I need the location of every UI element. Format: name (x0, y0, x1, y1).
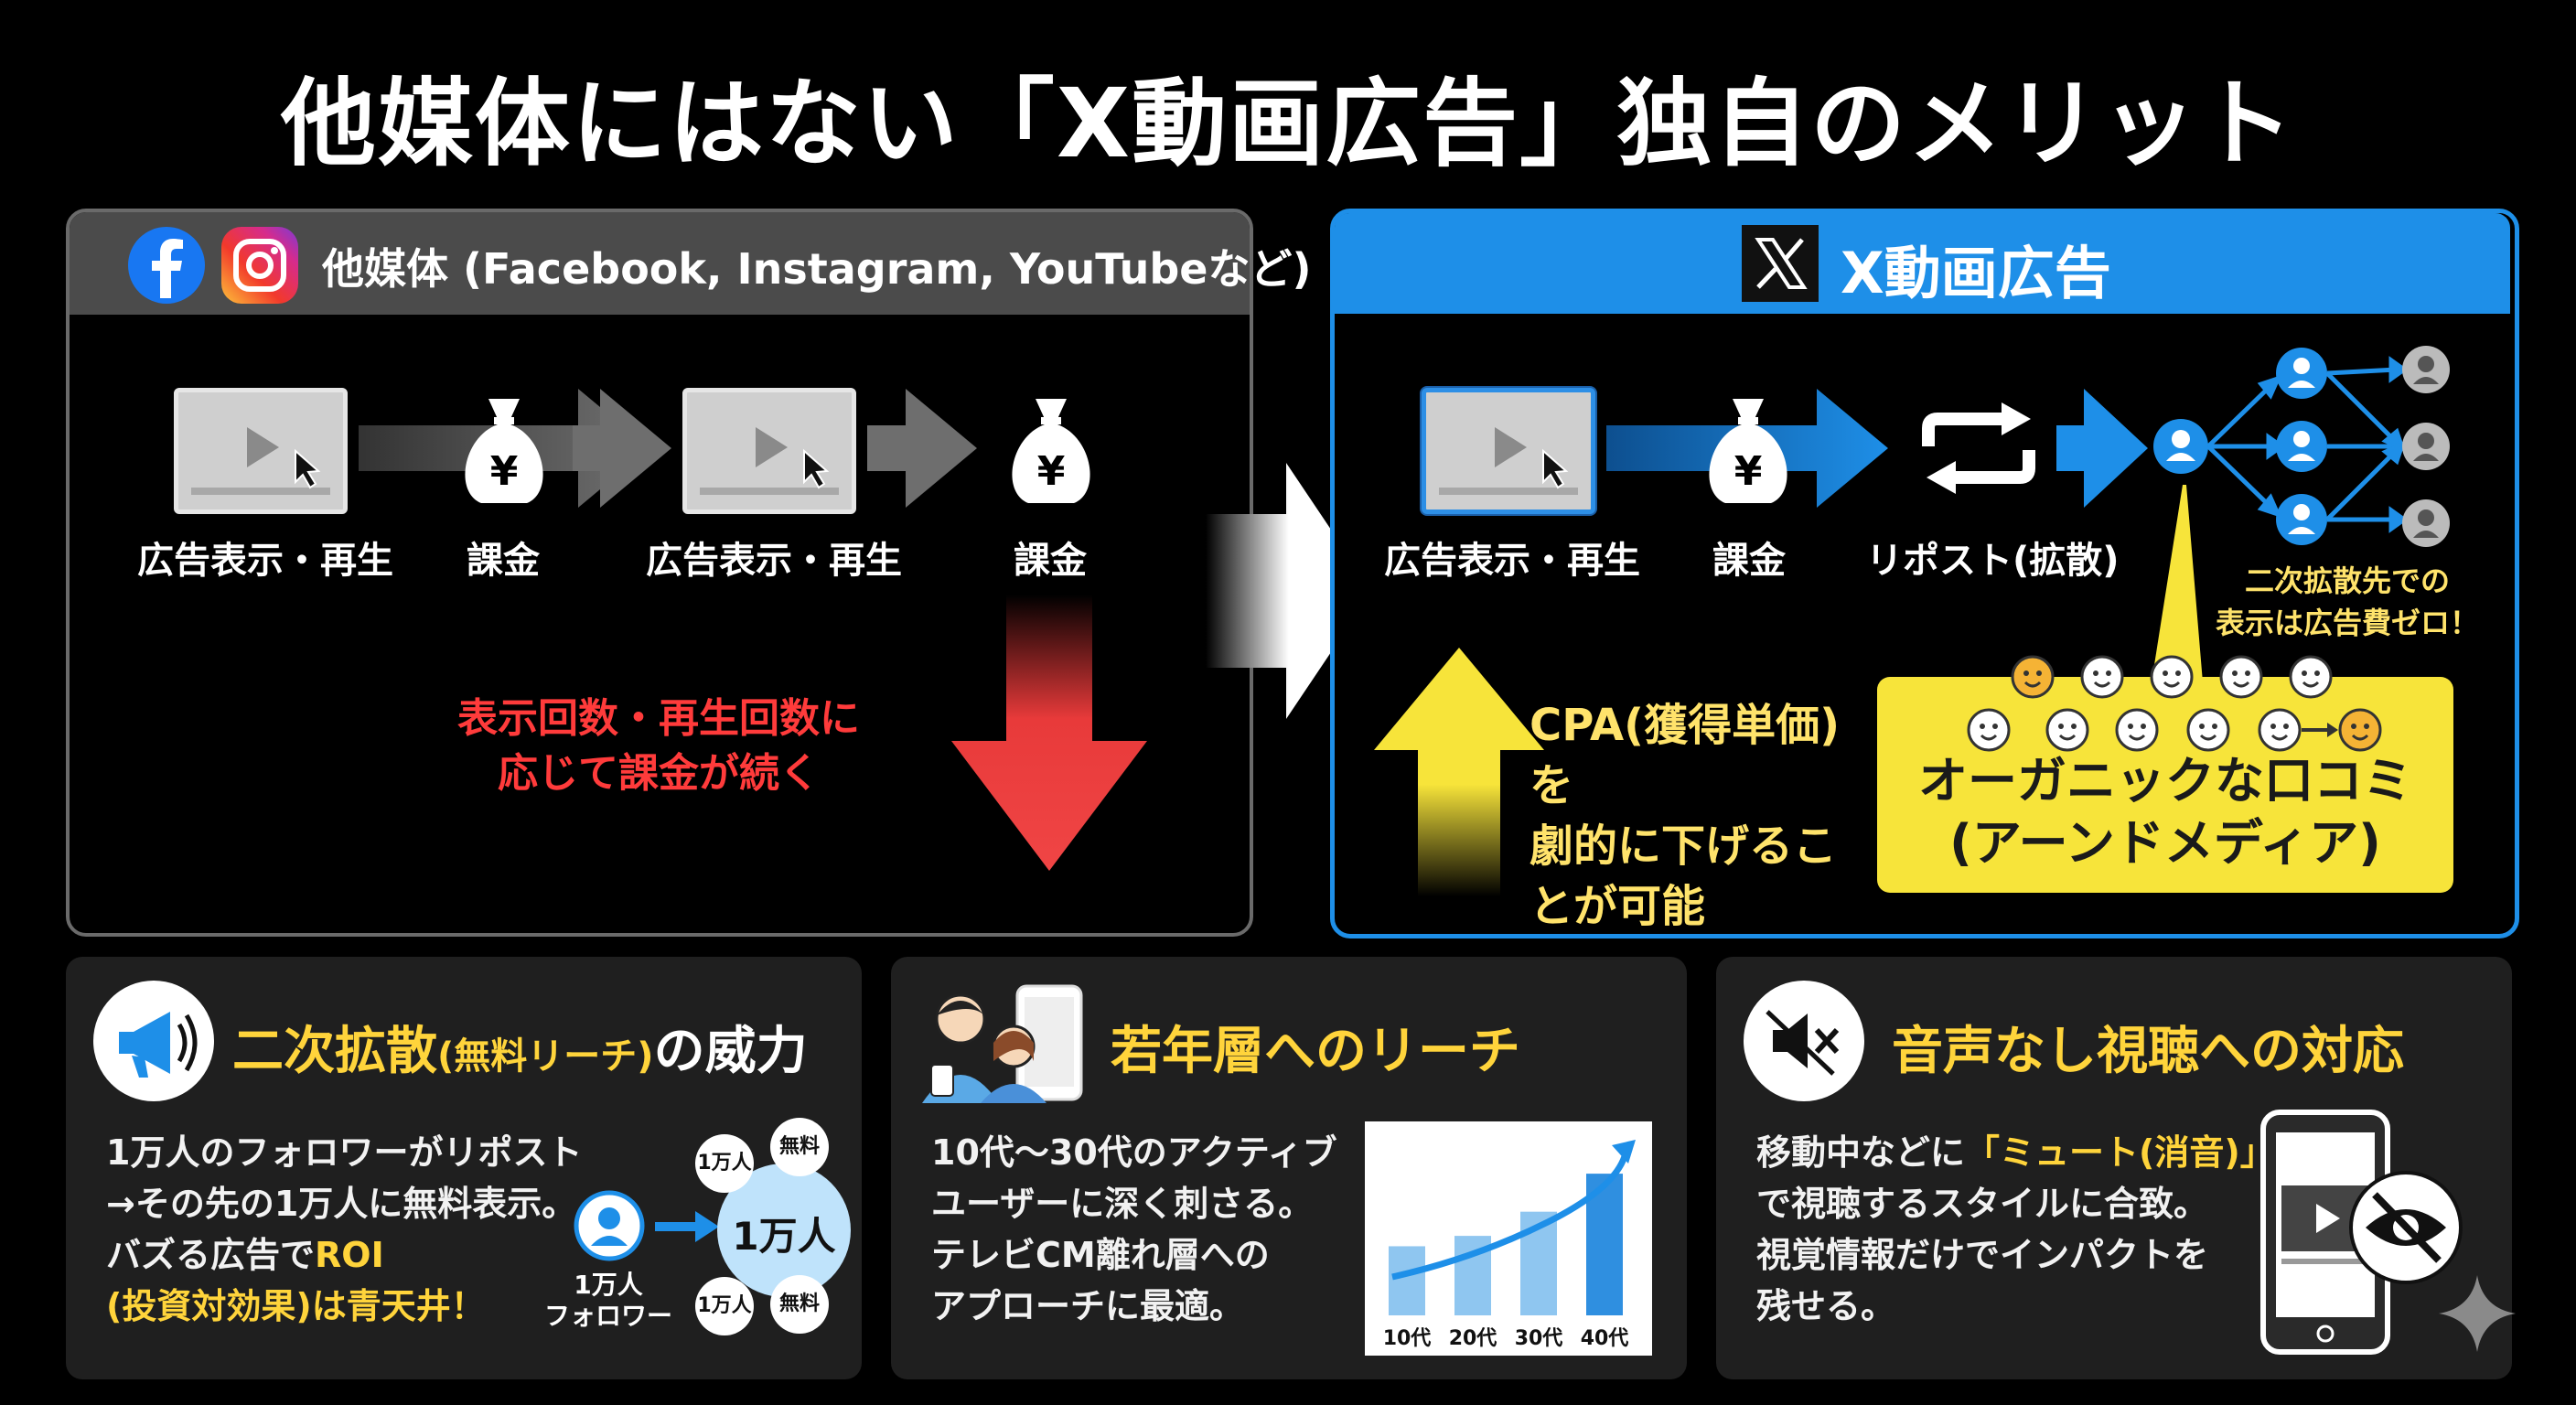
card-body-line: 10代〜30代のアクティブ (931, 1132, 1337, 1173)
mini-bubble: 1万人 (695, 1277, 754, 1335)
sparkle-icon (2439, 1275, 2516, 1352)
card-body-line: バズる広告で (106, 1235, 316, 1275)
chart-tick-label: 10代 (1383, 1327, 1432, 1350)
step-label: リポスト(拡散) (1866, 540, 2120, 582)
organic-buzz-text: オーガニックな口コミ (アーンドメディア) (1877, 750, 2453, 874)
step-label: 広告表示・再生 (1384, 540, 1640, 582)
money-bag-icon: ¥ (1709, 399, 1787, 503)
x-video-ad-title: X動画広告 (1841, 240, 2111, 306)
card-body: 1万人のフォロワーがリポスト →その先の1万人に無料表示。 バズる広告でROI … (106, 1127, 618, 1332)
facebook-icon (128, 227, 205, 304)
flow-arrow (2056, 389, 2148, 508)
card-body-line: (投資対効果)は青天井！ (106, 1286, 486, 1326)
card-body-line: で視聴するスタイルに合致。 (1756, 1184, 2209, 1224)
billing-note-line: 表示回数・再生回数に (457, 695, 860, 742)
card-title-sub: (無料リーチ) (437, 1035, 654, 1078)
chart-bar (1389, 1246, 1425, 1315)
card-body-line: アプローチに最適。 (931, 1286, 1245, 1326)
card-body-line: ユーザーに深く刺さる。 (931, 1184, 1314, 1224)
cpa-note-line: CPA(獲得単価)を (1530, 700, 1841, 811)
card-title-end: の威力 (653, 1022, 808, 1081)
card-title-main: 二次拡散 (232, 1022, 437, 1081)
card-body-line: テレビCM離れ層への (931, 1235, 1270, 1275)
megaphone-icon (93, 981, 214, 1101)
card-body: 10代〜30代のアクティブ ユーザーに深く刺さる。 テレビCM離れ層への アプロ… (931, 1127, 1370, 1332)
other-media-title: 他媒体 (Facebook, Instagram, YouTubeなど) (322, 244, 1312, 294)
svg-text:¥: ¥ (1734, 448, 1763, 495)
cpa-note-line: 劇的に下げるこ (1530, 820, 1838, 872)
transition-arrow (1206, 463, 1372, 719)
x-logo-icon (1742, 225, 1819, 302)
svg-text:¥: ¥ (490, 448, 519, 495)
card-body: 移動中などに「ミュート(消音)」 で視聴するスタイルに合致。 視覚情報だけでイン… (1756, 1127, 2287, 1332)
spread-network (2153, 346, 2450, 547)
step-label: 広告表示・再生 (137, 540, 393, 582)
follower-label-line: フォロワー (543, 1301, 672, 1331)
smiley-faces (1967, 655, 2382, 752)
reach-bubble-label: 1万人 (732, 1214, 836, 1259)
billing-note-line: 応じて課金が続く (498, 750, 820, 797)
repost-icon (1922, 402, 2035, 494)
free-spread-note: 二次拡散先での 表示は広告費ゼロ！ (2192, 560, 2503, 644)
card-body-line: 視覚情報だけでインパクトを (1756, 1235, 2209, 1275)
user-icon (2153, 419, 2208, 474)
money-bag-icon: ¥ (1012, 399, 1090, 503)
billing-note: 表示回数・再生回数に 応じて課金が続く (430, 692, 887, 801)
mini-bubble: 1万人 (695, 1134, 754, 1193)
mute-icon (1744, 981, 1864, 1101)
step-label: 広告表示・再生 (646, 540, 902, 582)
user-icon (574, 1190, 645, 1261)
free-spread-note-line: 二次拡散先での (2244, 563, 2450, 598)
card-body-line: 1万人のフォロワーがリポスト (106, 1132, 583, 1173)
play-screen-icon (174, 388, 348, 514)
play-screen-icon (682, 388, 856, 514)
play-screen-icon (1422, 388, 1595, 514)
card-title: 若年層へのリーチ (1111, 1022, 1520, 1081)
mini-bubble: 無料 (770, 1118, 829, 1176)
instagram-icon (221, 227, 298, 304)
arrow-icon (655, 1211, 719, 1242)
roi-highlight: ROI (315, 1235, 384, 1275)
card-body-line: →その先の1万人に無料表示。 (106, 1184, 577, 1224)
organic-buzz-line: (アーンドメディア) (1949, 814, 2381, 872)
age-reach-chart: 10代 20代 30代 40代 (1365, 1121, 1652, 1356)
flow-arrow (573, 389, 671, 508)
callout-pointer (2152, 485, 2203, 682)
free-spread-note-line: 表示は広告費ゼロ！ (2215, 606, 2479, 640)
card-title: 二次拡散(無料リーチ)の威力 (232, 1010, 808, 1084)
eye-off-icon (2349, 1171, 2463, 1284)
card-title: 音声なし視聴への対応 (1892, 1022, 2404, 1081)
chart-tick-label: 30代 (1515, 1327, 1563, 1350)
chart-tick-label: 20代 (1449, 1327, 1497, 1350)
phone-video-icon (2260, 1110, 2463, 1355)
flow-arrow (867, 389, 977, 508)
cpa-note-line: とが可能 (1530, 881, 1706, 932)
card-body-line: 移動中などに (1756, 1132, 1966, 1173)
page-title: 他媒体にはない「X動画広告」独自のメリット (280, 68, 2296, 179)
up-arrow (1374, 648, 1544, 896)
follower-label-line: 1万人 (574, 1270, 643, 1300)
follower-label: 1万人 フォロワー (540, 1270, 677, 1332)
chart-tick-label: 40代 (1581, 1327, 1629, 1350)
svg-text:¥: ¥ (1037, 448, 1066, 495)
cpa-note: CPA(獲得単価)を 劇的に下げるこ とが可能 (1530, 695, 1877, 937)
mini-bubble: 無料 (770, 1275, 829, 1334)
people-phone-icon (922, 984, 1083, 1103)
step-label: 課金 (1014, 540, 1087, 582)
step-label: 課金 (467, 540, 540, 582)
mute-highlight: 「ミュート(消音)」 (1965, 1132, 2275, 1173)
down-arrow (951, 595, 1147, 871)
card-body-line: 残せる。 (1756, 1286, 1896, 1326)
money-bag-icon: ¥ (465, 399, 543, 503)
x-video-ad-header (1335, 213, 2510, 314)
step-label: 課金 (1712, 540, 1786, 582)
organic-buzz-line: オーガニックな口コミ (1918, 752, 2412, 810)
